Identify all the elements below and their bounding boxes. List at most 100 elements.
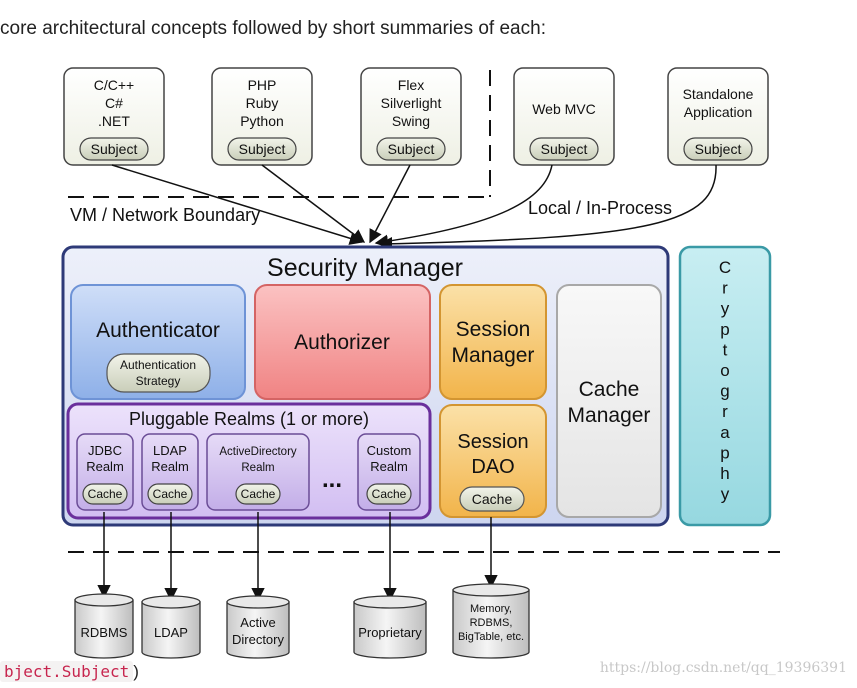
subject-badge-label: Subject [91,141,138,157]
cryptography-letter: g [720,382,729,401]
subject-platform-label: C/C++ C# .NET [94,77,134,129]
session-dao-cache-badge [459,486,525,512]
cryptography-letter: p [720,443,729,462]
text-line: Swing [392,113,430,129]
datastore-top [353,595,427,609]
text-line: C# [105,95,123,111]
realm-cache-label: Cache [241,487,276,501]
watermark: https://blog.csdn.net/qq_19396391 [599,660,847,676]
text-line: Cache [579,378,640,401]
security-manager: Security Manager Authenticator Authentic… [61,245,670,527]
arrow-subject-2 [261,164,366,243]
subject-badge-label: Subject [388,141,435,157]
text-line: Standalone [683,86,754,102]
cache-manager-box [556,284,662,518]
subject-platform-label: Web MVC [532,101,596,117]
cryptography-letter: y [721,299,730,318]
text-line: Strategy [136,374,181,388]
authorizer-label: Authorizer [294,331,390,354]
datastore-cylinder: Memory,RDBMS,BigTable, etc. [452,583,530,659]
datastore-top [226,595,290,609]
datastore-top [141,595,201,609]
text-line: LDAP [153,443,187,458]
datastore-cylinder: LDAP [141,595,201,659]
text-line: Memory, [470,603,512,615]
text-line: Python [240,113,284,129]
code-suffix: ) [133,662,139,681]
text-line: RDBMS [81,625,128,640]
datastore-cylinder: RDBMS [74,593,134,659]
text-line: Directory [232,632,285,647]
datastore-label: Memory,RDBMS,BigTable, etc. [458,603,524,643]
datastore-top [74,593,134,607]
local-in-process-label: Local / In-Process [528,198,672,218]
authentication-strategy-badge [106,353,211,393]
text-line: Silverlight [381,95,442,111]
text-line: Ruby [246,95,279,111]
text-line: C/C++ [94,77,134,93]
text-line: Manager [452,344,535,367]
authorizer-box [254,284,431,400]
cryptography-letter: o [720,361,729,380]
realm-cache-badge [366,483,412,505]
cryptography-letter: a [720,423,730,442]
subject-node: C/C++ C# .NET Subject [63,67,165,166]
text-line: Flex [398,77,424,93]
text-line: JDBC [88,443,122,458]
text-line: Session [456,318,531,341]
subject-badge-label: Subject [239,141,286,157]
datastore-body [141,601,201,659]
text-line: LDAP [154,625,188,640]
arrow-subject-3 [369,164,411,244]
cryptography-letter: p [720,320,729,339]
datastore-body [452,589,530,659]
authenticator-label: Authenticator [96,319,220,342]
realms-ellipsis: ... [322,466,342,493]
subject-badge [227,137,297,161]
subject-arrows [111,164,717,251]
datastore-body [226,601,290,659]
datastore-top [452,583,530,597]
text-line: Authentication [120,358,196,372]
subject-badge [79,137,149,161]
security-manager-title: Security Manager [267,254,463,282]
datastore-label: LDAP [154,625,188,640]
text-line: Session [457,431,528,453]
text-line: .NET [98,113,130,129]
code-snippet: bject.Subject [0,661,134,682]
realm-cache-badge [235,483,281,505]
arrow-subject-1 [111,164,364,245]
subject-badge-label: Subject [541,141,588,157]
text-line: Web MVC [532,101,596,117]
text-line: Realm [241,462,274,474]
text-line: DAO [471,456,514,478]
datastore-label: Proprietary [358,625,422,640]
realm-cache-badge [147,483,193,505]
cryptography-letter: h [720,464,729,483]
realm-cache-label: Cache [88,487,123,501]
text-line: Manager [568,404,651,427]
intro-text: core architectural concepts followed by … [0,18,546,39]
cryptography-letter: r [722,402,728,421]
arrow-subject-4 [374,164,553,248]
